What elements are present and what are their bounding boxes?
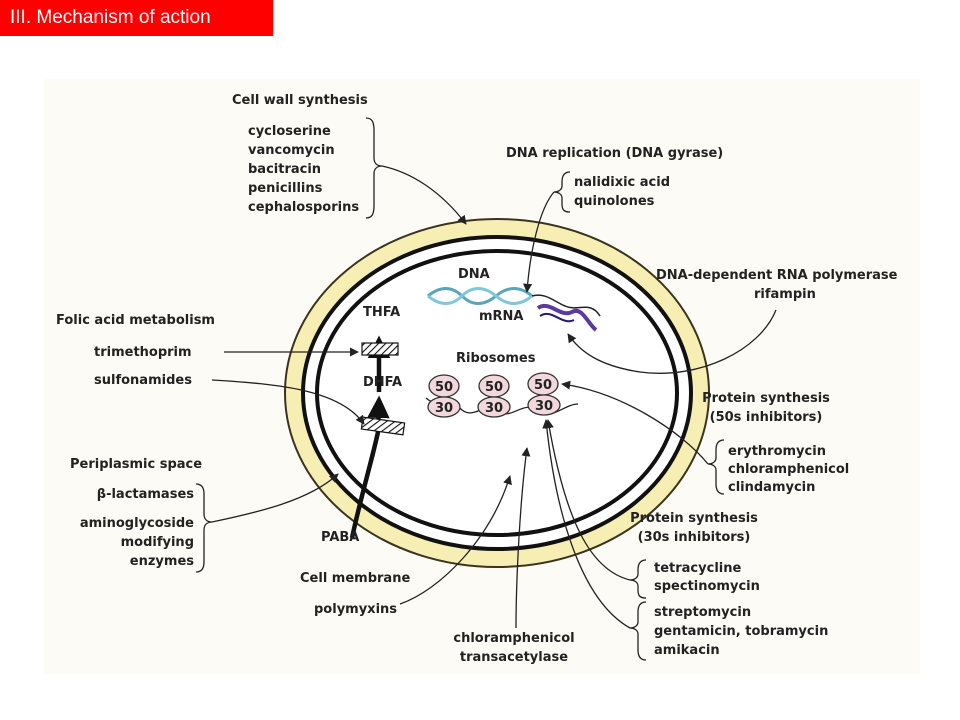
periplasmic-group: Periplasmic space β-lactamases aminoglyc… bbox=[70, 457, 202, 569]
protein-50s-title-line1: Protein synthesis bbox=[702, 391, 830, 406]
ribosome-1: 50 30 bbox=[427, 374, 461, 418]
rna-polymerase-arrow bbox=[567, 309, 777, 374]
ribosome-3-small-label: 30 bbox=[535, 399, 553, 414]
streptomycin-label: streptomycin bbox=[654, 605, 751, 620]
periplasmic-title: Periplasmic space bbox=[70, 457, 202, 472]
mrna-label: mRNA bbox=[479, 309, 524, 324]
streptomycin-arrow bbox=[542, 419, 631, 629]
ribosome-2: 50 30 bbox=[477, 374, 511, 418]
ribosome-2-small-label: 30 bbox=[485, 401, 503, 416]
cell-wall-bracket bbox=[365, 117, 383, 219]
ribosome-2-large-label: 50 bbox=[485, 380, 503, 395]
beta-lactamases-label: β-lactamases bbox=[97, 487, 194, 502]
protein-50s-title-line2: (50s inhibitors) bbox=[710, 410, 823, 425]
transacetylase-line1: chloramphenicol bbox=[453, 631, 574, 646]
cell-wall-synthesis-title: Cell wall synthesis bbox=[232, 93, 368, 108]
dna-replication-title: DNA replication (DNA gyrase) bbox=[506, 146, 723, 161]
sulfonamides-label: sulfonamides bbox=[94, 373, 192, 388]
mrna-strand bbox=[536, 304, 598, 332]
slide-title: III. Mechanism of action bbox=[0, 0, 273, 36]
amikacin-label: amikacin bbox=[654, 643, 720, 658]
transacetylase-line2: transacetylase bbox=[460, 650, 568, 665]
protein-30s-group: Protein synthesis (30s inhibitors) tetra… bbox=[630, 511, 828, 658]
cell-wall-synthesis-group: Cell wall synthesis cycloserine vancomyc… bbox=[232, 93, 368, 215]
folic-acid-group: Folic acid metabolism trimethoprim sulfo… bbox=[56, 313, 215, 388]
thfa-inhibition-block bbox=[361, 342, 399, 356]
dna-replication-group: DNA replication (DNA gyrase) nalidixic a… bbox=[506, 146, 723, 209]
tetracycline-label: tetracycline bbox=[654, 561, 741, 576]
trimethoprim-label: trimethoprim bbox=[94, 345, 192, 360]
thfa-label: THFA bbox=[363, 305, 400, 320]
quinolones-label: quinolones bbox=[574, 194, 655, 209]
rna-polymerase-title: DNA-dependent RNA polymerase bbox=[656, 268, 898, 283]
enzymes-label: enzymes bbox=[130, 554, 194, 569]
ribosome-3: 50 30 bbox=[527, 372, 561, 416]
tetracycline-bracket bbox=[629, 559, 647, 599]
folic-pathway bbox=[349, 335, 406, 539]
ribosomes-label: Ribosomes bbox=[456, 351, 536, 366]
cycloserine-label: cycloserine bbox=[248, 124, 331, 139]
protein-50s-bracket bbox=[707, 439, 725, 495]
polymyxins-arrow bbox=[399, 475, 512, 605]
chloramphenicol-50s-label: chloramphenicol bbox=[728, 462, 849, 477]
ribosome-1-small-label: 30 bbox=[435, 401, 453, 416]
dna-helix bbox=[427, 287, 601, 317]
tetracycline-arrow bbox=[544, 419, 631, 581]
sulfonamides-arrow bbox=[211, 379, 365, 425]
transacetylase-group: chloramphenicol transacetylase bbox=[453, 631, 574, 665]
ribosome-strip: 50 30 50 30 50 30 bbox=[425, 372, 579, 418]
periplasmic-arrow bbox=[211, 473, 339, 523]
dhfa-label: DHFA bbox=[363, 375, 402, 390]
gentamicin-tobramycin-label: gentamicin, tobramycin bbox=[654, 624, 828, 639]
spectinomycin-label: spectinomycin bbox=[654, 579, 760, 594]
protein-30s-title-line1: Protein synthesis bbox=[630, 511, 758, 526]
vancomycin-label: vancomycin bbox=[248, 143, 335, 158]
dna-label: DNA bbox=[458, 267, 490, 282]
cell-membrane-title: Cell membrane bbox=[300, 571, 410, 586]
streptomycin-bracket bbox=[629, 601, 647, 661]
cell-membrane-group: Cell membrane polymyxins bbox=[300, 571, 410, 617]
penicillins-label: penicillins bbox=[248, 181, 323, 196]
periplasmic-bracket bbox=[195, 483, 213, 573]
rna-polymerase-group: DNA-dependent RNA polymerase rifampin bbox=[656, 268, 898, 302]
paba-label: PABA bbox=[321, 530, 359, 545]
protein-30s-title-line2: (30s inhibitors) bbox=[638, 530, 751, 545]
protein-50s-group: Protein synthesis (50s inhibitors) eryth… bbox=[702, 391, 849, 495]
nalidixic-acid-label: nalidixic acid bbox=[574, 175, 670, 190]
cell-wall-arrow bbox=[381, 165, 467, 225]
aminoglycoside-label: aminoglycoside bbox=[80, 516, 194, 531]
polymyxins-label: polymyxins bbox=[314, 602, 397, 617]
protein-50s-arrow bbox=[561, 380, 709, 465]
rifampin-label: rifampin bbox=[754, 287, 816, 302]
ribosome-1-large-label: 50 bbox=[435, 380, 453, 395]
ribosome-3-large-label: 50 bbox=[534, 378, 552, 393]
modifying-label: modifying bbox=[121, 535, 194, 550]
cephalosporins-label: cephalosporins bbox=[248, 200, 359, 215]
dna-replication-arrow bbox=[523, 191, 555, 293]
clindamycin-label: clindamycin bbox=[728, 480, 815, 495]
transacetylase-arrow bbox=[515, 447, 531, 629]
erythromycin-label: erythromycin bbox=[728, 444, 826, 459]
dna-replication-bracket bbox=[553, 171, 571, 213]
folic-acid-title: Folic acid metabolism bbox=[56, 313, 215, 328]
bacitracin-label: bacitracin bbox=[248, 162, 321, 177]
